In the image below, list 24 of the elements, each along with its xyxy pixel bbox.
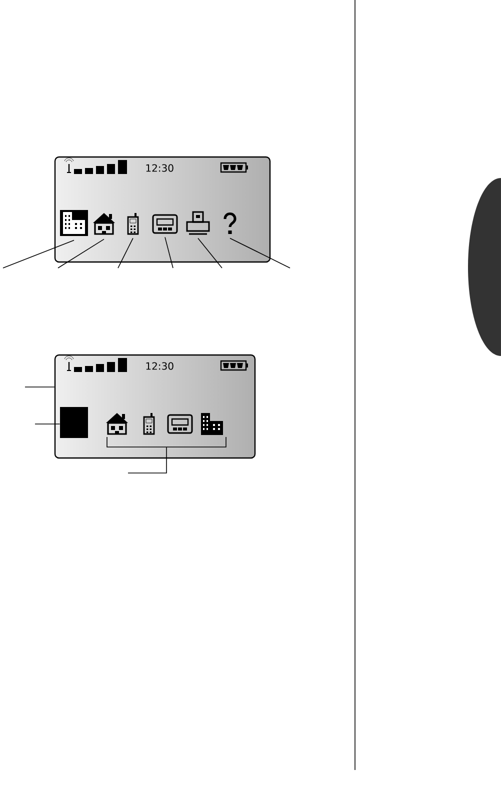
- time-display: 12:30: [146, 362, 174, 370]
- phone-icon: [143, 413, 155, 435]
- house-icon: [106, 413, 128, 435]
- leader-line: [58, 238, 104, 268]
- bracket: [106, 436, 226, 448]
- leader-line: [2, 240, 74, 268]
- leader-line: [24, 386, 55, 388]
- leader-line: [118, 238, 134, 268]
- leader-line: [198, 238, 222, 268]
- pager-icon: [167, 414, 193, 434]
- building-icon: [201, 413, 223, 435]
- building-icon: [60, 210, 88, 236]
- leader-line: [164, 236, 174, 268]
- lcd-screen: [54, 156, 271, 263]
- pager-icon: [152, 214, 178, 234]
- lcd-screen: [54, 354, 256, 459]
- question-mark-icon: [224, 212, 236, 234]
- cursor-block: [60, 407, 88, 438]
- time-display: 12:30: [146, 164, 174, 172]
- leader-line: [128, 446, 167, 474]
- phone-icon: [127, 213, 139, 235]
- house-icon: [93, 213, 115, 235]
- leader-line: [230, 238, 290, 268]
- fax-icon: [186, 211, 210, 235]
